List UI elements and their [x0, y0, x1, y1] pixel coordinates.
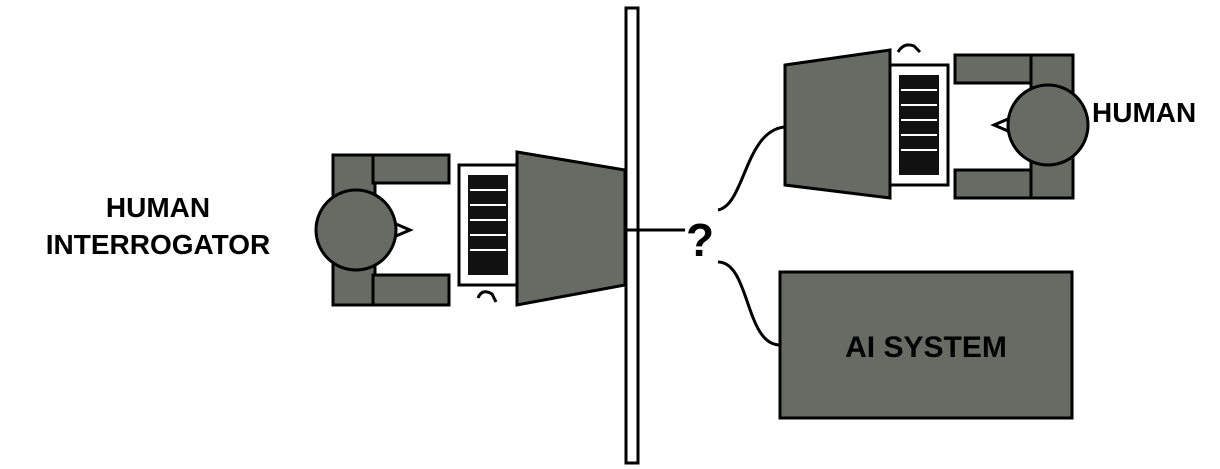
interrogator-chair-arm-top [371, 153, 451, 185]
cable-to-human [717, 125, 786, 212]
interrogator-person-icon [314, 153, 451, 307]
human-head [1006, 83, 1090, 167]
human-chair-arm-top [953, 53, 1033, 85]
interrogator-computer-icon [457, 150, 627, 307]
human-chair-arm-bottom [953, 168, 1033, 200]
ai-system-label: AI SYSTEM [845, 331, 1007, 364]
interrogator-label: HUMAN INTERROGATOR [46, 192, 271, 260]
human-label: HUMAN [1092, 97, 1196, 128]
interrogator-nose [395, 222, 414, 238]
cable-to-ai [717, 260, 781, 347]
interrogator-label-line2: INTERROGATOR [46, 229, 271, 260]
interrogator-head [314, 188, 398, 272]
interrogator-label-line1: HUMAN [106, 192, 210, 223]
human-computer-icon [783, 43, 950, 200]
human-monitor [783, 48, 892, 200]
human-nose [990, 117, 1009, 133]
divider-wall [624, 6, 640, 465]
interrogator-monitor [515, 150, 627, 307]
ai-system-box-icon [778, 270, 1074, 420]
interrogator-chair-arm-bottom [371, 273, 451, 307]
question-mark: ? [686, 214, 714, 266]
human-person-icon [953, 53, 1090, 200]
